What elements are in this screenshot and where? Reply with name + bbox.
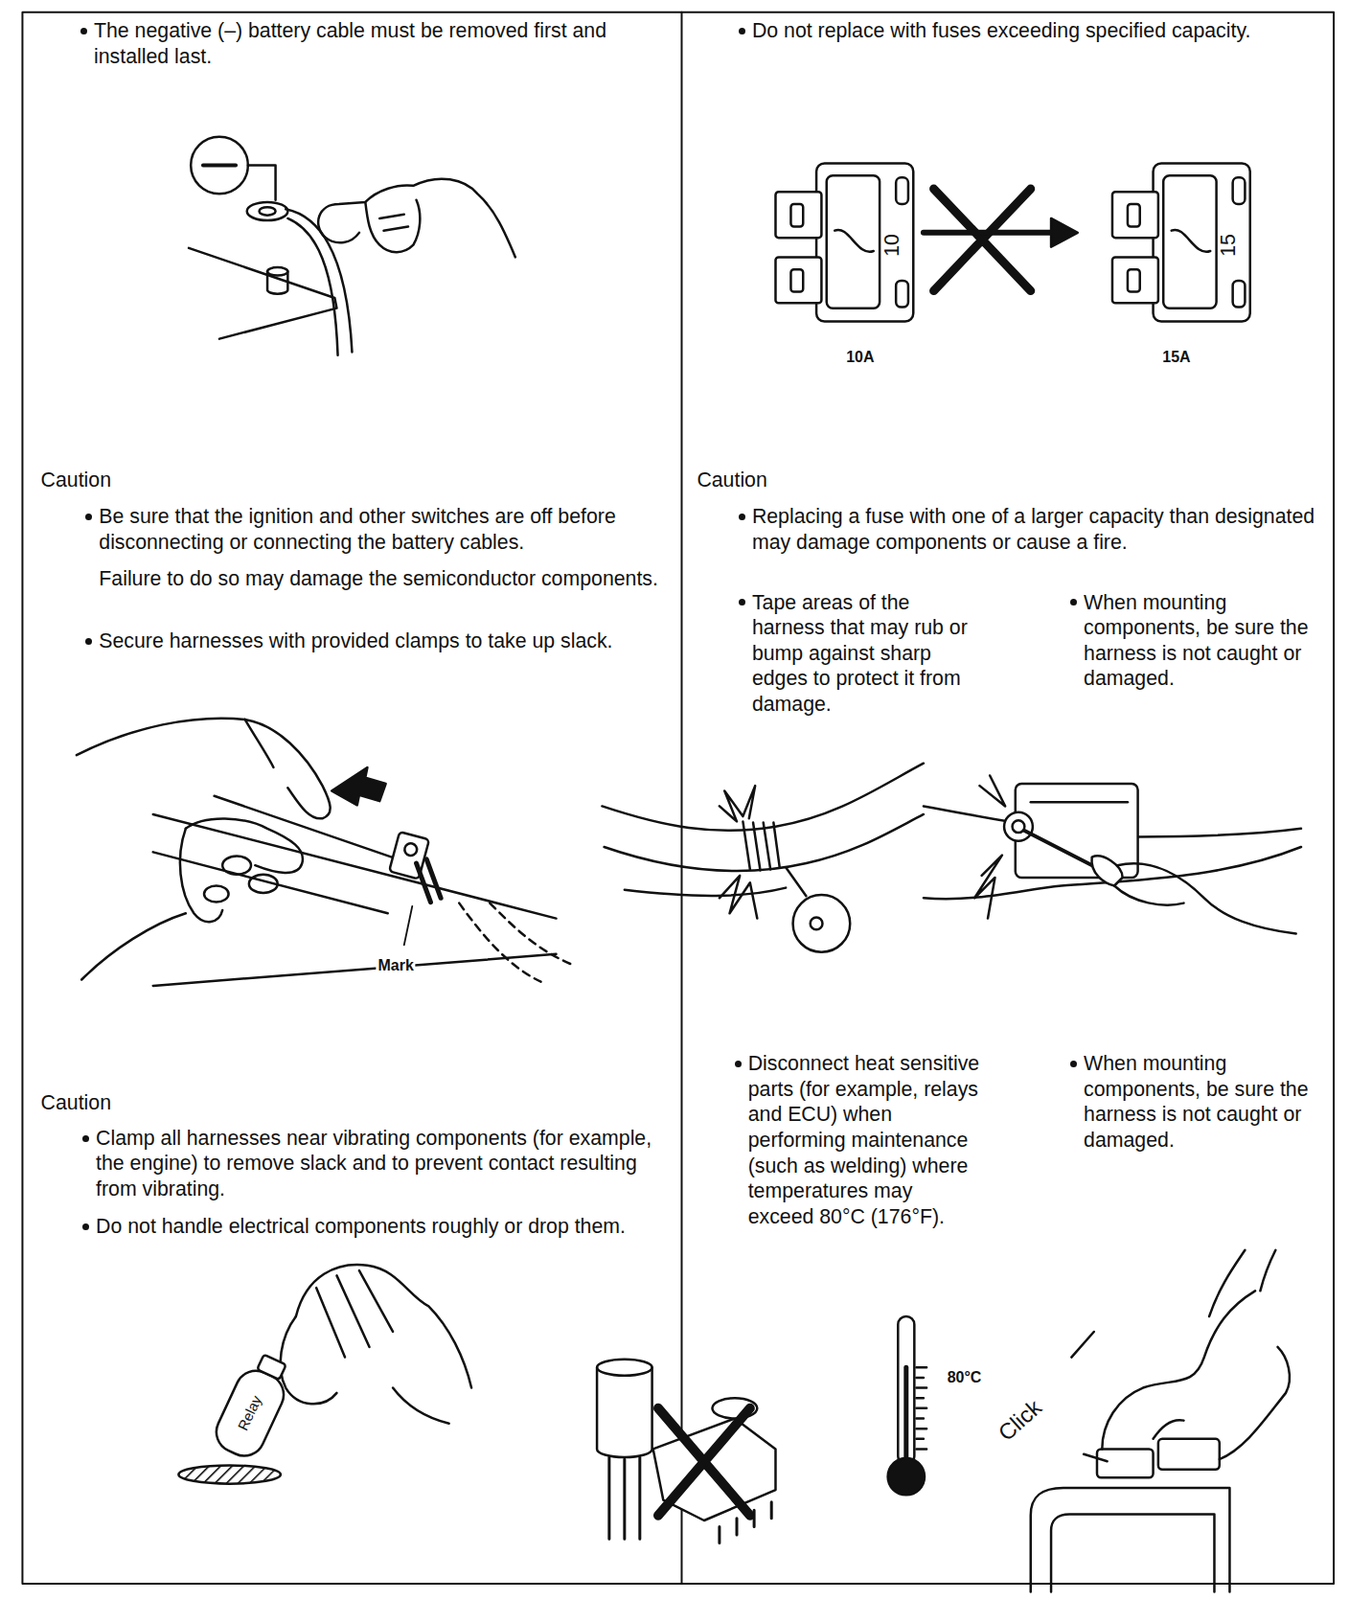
bullet-dot	[85, 638, 92, 645]
bullet-dot	[80, 27, 88, 35]
bullet-dot	[1070, 1060, 1077, 1068]
temperature-label: 80°C	[945, 1369, 984, 1387]
caution-text: Do not handle electrical components roug…	[95, 1213, 667, 1240]
fuse-caption: 15A	[1160, 348, 1192, 366]
caution-text: Failure to do so may damage the semicond…	[98, 566, 670, 593]
caution-text: Replacing a fuse with one of a larger ca…	[752, 503, 1324, 555]
caution-text: Be sure that the ignition and other swit…	[98, 503, 670, 555]
instruction-text: When mounting components, be sure the ha…	[1083, 1051, 1321, 1154]
bullet-dot	[82, 1135, 90, 1143]
instruction-text: Disconnect heat sensitive parts (for exa…	[748, 1051, 984, 1230]
bullet-dot	[738, 513, 746, 521]
bullet-dot	[738, 27, 746, 35]
bullet-dot	[82, 1223, 90, 1231]
fuse-rating: 15	[1218, 231, 1241, 259]
instruction-text: The negative (–) battery cable must be r…	[93, 18, 651, 69]
fuse-rating: 10	[881, 231, 904, 259]
bullet-dot	[734, 1060, 742, 1068]
caution-heading: Caution	[41, 1090, 246, 1117]
caution-text: Secure harnesses with provided clamps to…	[98, 628, 641, 655]
fuse-caption: 10A	[844, 348, 876, 366]
bullet-dot	[1070, 598, 1077, 606]
sound-label: Click	[992, 1394, 1049, 1448]
instruction-text: When mounting components, be sure the ha…	[1083, 590, 1321, 693]
caution-text: Clamp all harnesses near vibrating compo…	[95, 1125, 667, 1203]
caution-heading: Caution	[41, 467, 246, 494]
caution-heading: Caution	[696, 467, 901, 494]
bullet-dot	[85, 513, 92, 521]
callout-label: Mark	[376, 957, 416, 975]
instruction-text: Do not replace with fuses exceeding spec…	[752, 18, 1339, 45]
bullet-dot	[738, 598, 746, 606]
instruction-text: Tape areas of the harness that may rub o…	[752, 590, 987, 718]
